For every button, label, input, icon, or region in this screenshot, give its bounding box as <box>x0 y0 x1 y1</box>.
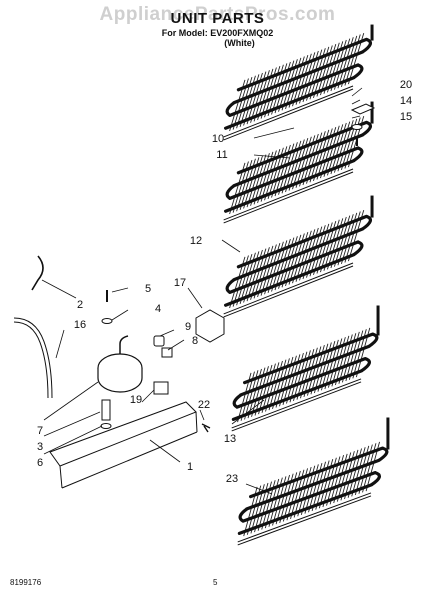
leader-line <box>221 239 241 253</box>
callout-4: 4 <box>155 303 161 315</box>
grommet <box>100 423 112 429</box>
mounting-bracket <box>350 103 376 115</box>
callout-17: 17 <box>174 277 186 289</box>
callout-13: 13 <box>224 433 236 445</box>
callout-7: 7 <box>37 425 43 437</box>
leader-line <box>141 389 155 403</box>
leader-line <box>253 154 291 159</box>
start-relay <box>195 309 225 343</box>
model-variant: (White) <box>224 38 255 48</box>
leader-line <box>351 99 361 105</box>
callout-8: 8 <box>192 335 198 347</box>
callout-16: 16 <box>74 319 86 331</box>
callout-12: 12 <box>190 235 202 247</box>
plug <box>161 347 173 358</box>
base-plate <box>49 401 197 467</box>
power-cord <box>31 255 44 291</box>
screw <box>201 423 211 433</box>
callout-5: 5 <box>145 283 151 295</box>
spacer <box>101 399 111 421</box>
washer <box>101 318 113 324</box>
callout-10: 10 <box>212 133 224 145</box>
leader-line <box>43 425 103 455</box>
callout-23: 23 <box>226 473 238 485</box>
cap <box>153 335 165 347</box>
model-line: For Model: EV200FXMQ02 <box>161 28 274 38</box>
callout-19: 19 <box>130 394 142 406</box>
leader-line <box>159 329 175 337</box>
callout-3: 3 <box>37 441 43 453</box>
leader-line <box>351 115 361 119</box>
overload <box>153 381 169 395</box>
leader-line <box>43 381 99 421</box>
tube <box>13 317 53 399</box>
evaporator-coil <box>223 195 374 318</box>
clip <box>351 124 363 130</box>
evaporator-coil <box>223 101 374 224</box>
document-number: 8199176 <box>10 578 42 587</box>
leader-line <box>167 339 185 351</box>
leader-line <box>351 87 363 97</box>
leader-line <box>149 439 181 463</box>
leader-line <box>245 483 273 495</box>
evaporator-coil <box>231 305 380 432</box>
evaporator-coil <box>223 24 374 141</box>
callout-22: 22 <box>198 399 210 411</box>
page-title: UNIT PARTS <box>170 10 265 27</box>
leader-line <box>41 279 77 299</box>
leader-line <box>199 409 205 421</box>
leader-line <box>253 127 295 139</box>
callout-14: 14 <box>400 95 412 107</box>
callout-15: 15 <box>400 111 412 123</box>
leader-line <box>187 287 203 309</box>
evaporator-coil <box>237 417 390 546</box>
leader-line <box>231 399 265 425</box>
callout-2: 2 <box>77 299 83 311</box>
leader-line <box>111 287 129 293</box>
leader-line <box>43 411 101 437</box>
callout-20: 20 <box>400 79 412 91</box>
leader-line <box>111 309 129 321</box>
callout-11: 11 <box>216 149 227 161</box>
callout-9: 9 <box>185 321 191 333</box>
leader-line <box>55 329 65 359</box>
callout-1: 1 <box>187 461 193 473</box>
watermark: AppliancePartsPros.com <box>99 4 336 25</box>
callout-6: 6 <box>37 457 43 469</box>
page-number: 5 <box>213 578 218 587</box>
